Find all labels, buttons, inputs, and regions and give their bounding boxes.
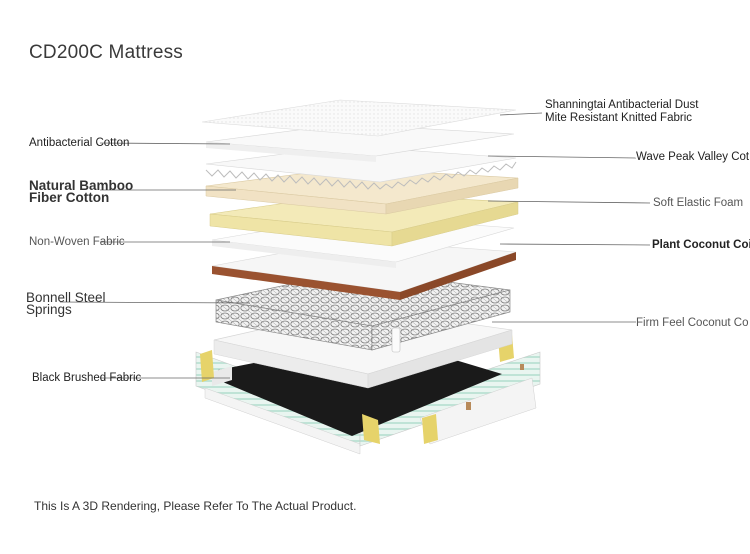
leader-antibacterial-cotton	[99, 142, 231, 145]
antibacterial-cotton-layer	[205, 123, 515, 162]
label-bamboo-line1: Natural Bamboo	[29, 178, 134, 193]
leader-soft-foam	[487, 200, 651, 204]
leader-shanningtai	[499, 112, 543, 116]
label-antibacterial-cotton: Antibacterial Cotton	[29, 137, 130, 149]
label-non-woven: Non-Woven Fabric	[29, 236, 125, 248]
knitted-fabric-layer	[201, 99, 517, 137]
bamboo-cotton-layer	[205, 167, 519, 215]
leader-bonnell	[59, 301, 251, 304]
label-bonnell-line2: Springs	[26, 302, 72, 317]
page-title: CD200C Mattress	[29, 42, 183, 63]
label-wave-peak: Wave Peak Valley Cot	[636, 151, 750, 163]
label-soft-foam: Soft Elastic Foam	[653, 197, 744, 209]
label-firm-coconut: Firm Feel Coconut Co	[636, 317, 749, 329]
rendering-disclaimer: This Is A 3D Rendering, Please Refer To …	[34, 499, 357, 513]
leader-wave	[487, 155, 637, 159]
label-bonnell-line1: Bonnell Steel	[26, 290, 106, 305]
label-coconut-coir: Plant Coconut Coir	[652, 239, 750, 251]
label-bamboo-line2: Fiber Cotton	[29, 190, 110, 205]
label-black-fabric: Black Brushed Fabric	[32, 372, 142, 384]
label-shanningtai-line2: Mite Resistant Knitted Fabric	[545, 112, 693, 124]
label-shanningtai-line1: Shanningtai Antibacterial Dust	[545, 99, 699, 111]
leader-coconut-coir	[499, 243, 651, 246]
